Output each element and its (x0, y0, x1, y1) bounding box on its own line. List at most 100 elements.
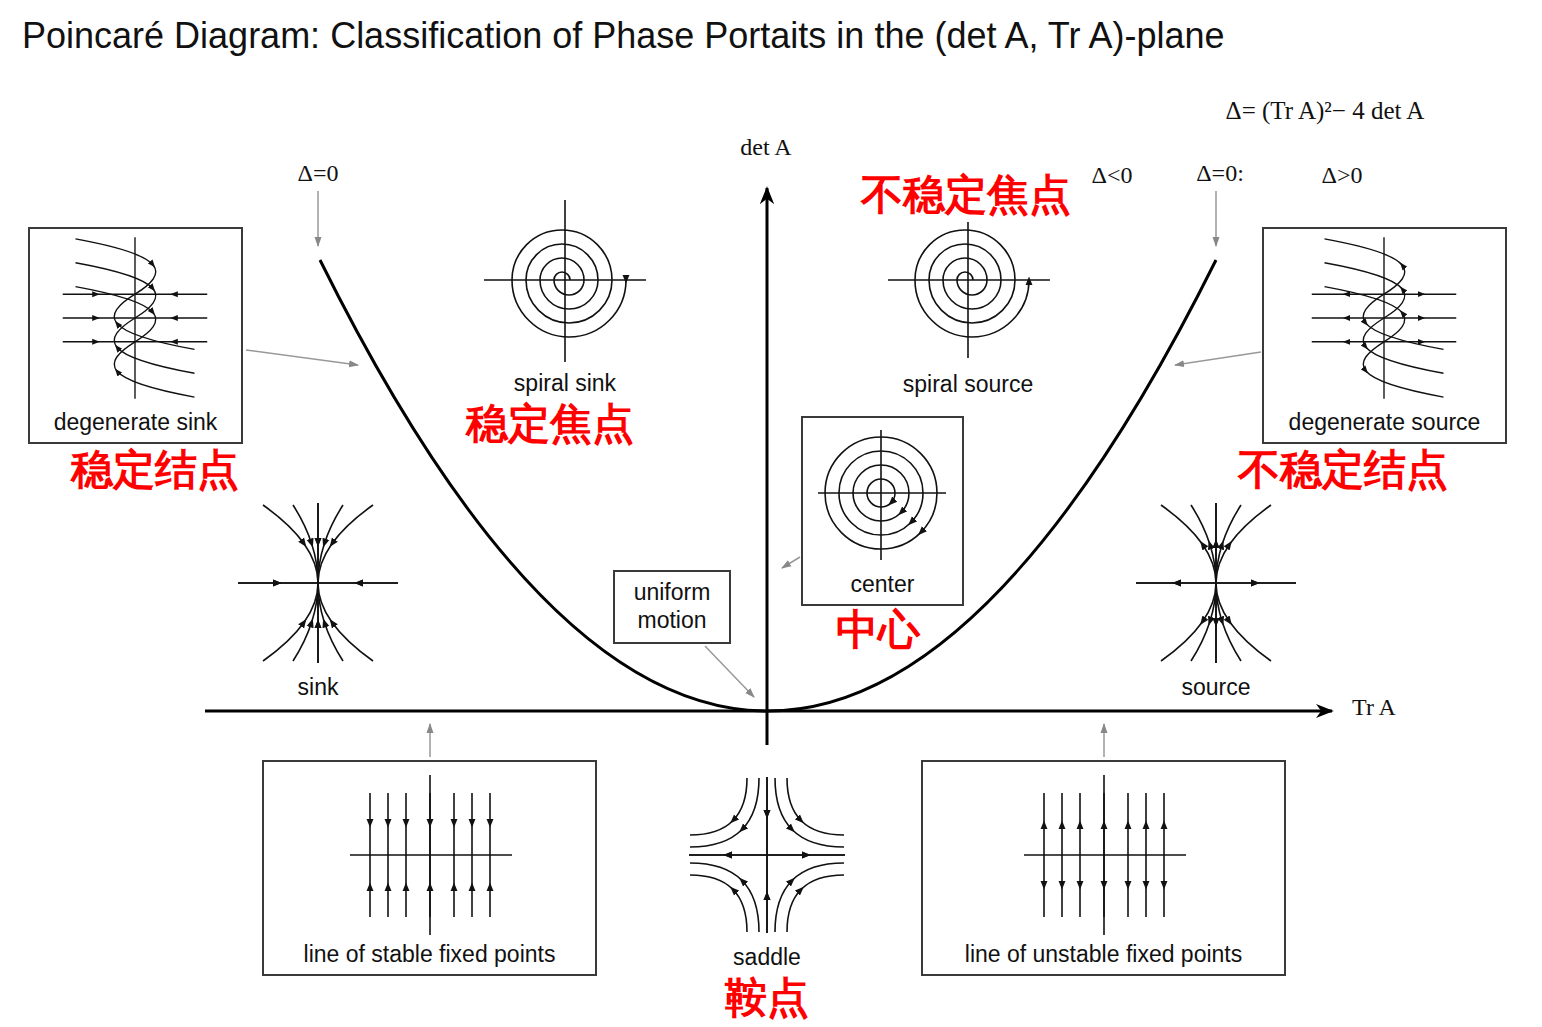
unstable-line-portrait (1127, 793, 1129, 855)
stable-line-portrait (489, 793, 491, 855)
saddle-portrait (767, 777, 845, 855)
unstable-line-portrait (1103, 793, 1105, 855)
saddle-portrait (689, 777, 767, 855)
leader-arrow (1175, 352, 1261, 365)
sink-portrait (238, 503, 398, 663)
portrait-label: source (1181, 674, 1250, 702)
leader-arrow (429, 724, 431, 757)
chinese-annotation: 不稳定结点 (1238, 448, 1448, 492)
stable-line-portrait (405, 855, 407, 917)
stable-line-portrait (429, 793, 431, 855)
unstable-line-portrait (1061, 855, 1063, 917)
portrait-label: spiral sink (514, 370, 616, 398)
source-portrait (1136, 583, 1216, 663)
box-label: uniform motion (621, 579, 723, 634)
discriminant-label: Δ>0 (1322, 161, 1363, 190)
chinese-annotation: 不稳定焦点 (861, 173, 1071, 217)
box-label: degenerate source (1289, 409, 1481, 437)
unstable-line-portrait (1163, 855, 1165, 917)
center-portrait (867, 479, 895, 507)
uniform-motion-box: uniform motion (613, 570, 731, 644)
saddle-portrait (767, 855, 845, 933)
unstable-line-portrait (1163, 793, 1165, 855)
title-heading: Poincaré Diagram: Classification of Phas… (22, 14, 1225, 57)
stable-line-portrait (489, 855, 491, 917)
degenerate-source-portrait (1312, 237, 1457, 399)
spiral-source-portrait (888, 279, 1050, 281)
degenerate-source-portrait (1312, 239, 1457, 350)
stable-line-portrait (387, 855, 389, 917)
center-portrait (839, 451, 923, 535)
stable-line-portrait (429, 855, 431, 917)
stable-line-portrait (350, 854, 512, 856)
chinese-annotation: 中心 (836, 608, 920, 652)
source-portrait (1136, 503, 1216, 583)
stable-line-portrait (453, 855, 455, 917)
stable-line-box: line of stable fixed points (262, 760, 597, 976)
center-box: center (801, 416, 964, 606)
degenerate-sink-portrait (63, 287, 208, 398)
unstable-line-portrait (1043, 855, 1045, 917)
unstable-line-box: line of unstable fixed points (921, 760, 1286, 976)
sink-portrait (318, 503, 398, 583)
degenerate-sink-box: degenerate sink (28, 227, 243, 444)
stable-line-portrait (453, 793, 455, 855)
unstable-line-portrait (1061, 793, 1063, 855)
unstable-line-portrait (1024, 854, 1186, 856)
degenerate-source-box: degenerate source (1262, 227, 1507, 444)
spiral-sink-portrait (484, 200, 646, 362)
leader-arrow (317, 191, 319, 246)
unstable-line-portrait (1103, 775, 1105, 935)
phase-portrait (63, 200, 1457, 935)
source-portrait (1136, 503, 1296, 663)
unstable-line-portrait (1043, 793, 1045, 855)
leader-arrow (705, 646, 754, 697)
portrait-label: saddle (733, 944, 801, 972)
portrait-label: sink (298, 674, 339, 702)
discriminant-label: Δ<0 (1092, 161, 1133, 190)
saddle-portrait (689, 777, 845, 933)
center-portrait (818, 430, 946, 560)
discriminant-label: Δ=0: (1196, 159, 1244, 188)
unstable-line-portrait (1127, 855, 1129, 917)
sink-portrait (238, 503, 318, 583)
discriminant-formula: Δ= (Tr A)²− 4 det A (1226, 96, 1425, 126)
axis-label: Tr A (1352, 693, 1396, 722)
stable-line-portrait (429, 775, 431, 935)
spiral-sink-portrait (512, 230, 626, 337)
det-axis (766, 188, 769, 745)
box-label: line of unstable fixed points (965, 941, 1242, 969)
center-portrait (880, 430, 882, 560)
box-label: center (851, 571, 915, 599)
leader-arrow (246, 350, 358, 365)
discriminant-label: Δ=0 (298, 159, 339, 188)
stable-line-portrait (387, 793, 389, 855)
degenerate-source-portrait (1312, 287, 1457, 398)
chinese-annotation: 鞍点 (725, 976, 809, 1020)
degenerate-sink-portrait (63, 263, 208, 374)
center-portrait (825, 437, 937, 549)
sink-portrait (238, 583, 318, 663)
stable-line-portrait (369, 793, 371, 855)
stable-line-portrait (471, 793, 473, 855)
spiral-source-portrait (888, 222, 1050, 358)
stable-line-portrait (405, 793, 407, 855)
unstable-line-portrait (1079, 793, 1081, 855)
unstable-line-portrait (1079, 855, 1081, 917)
source-portrait (1216, 503, 1296, 583)
unstable-line-portrait (1103, 855, 1105, 917)
box-label: degenerate sink (54, 409, 218, 437)
degenerate-source-portrait (1312, 263, 1457, 374)
unstable-line-portrait (1145, 855, 1147, 917)
leader-arrow (1215, 191, 1217, 246)
box-label: line of stable fixed points (304, 941, 556, 969)
discriminant-parabola (320, 260, 1216, 711)
source-portrait (1216, 583, 1296, 663)
stable-line-portrait (369, 855, 371, 917)
axis-label: det A (740, 133, 791, 162)
stable-line-portrait (350, 775, 512, 935)
stable-line-portrait (471, 855, 473, 917)
sink-portrait (318, 583, 398, 663)
leader-arrow (1103, 724, 1105, 757)
